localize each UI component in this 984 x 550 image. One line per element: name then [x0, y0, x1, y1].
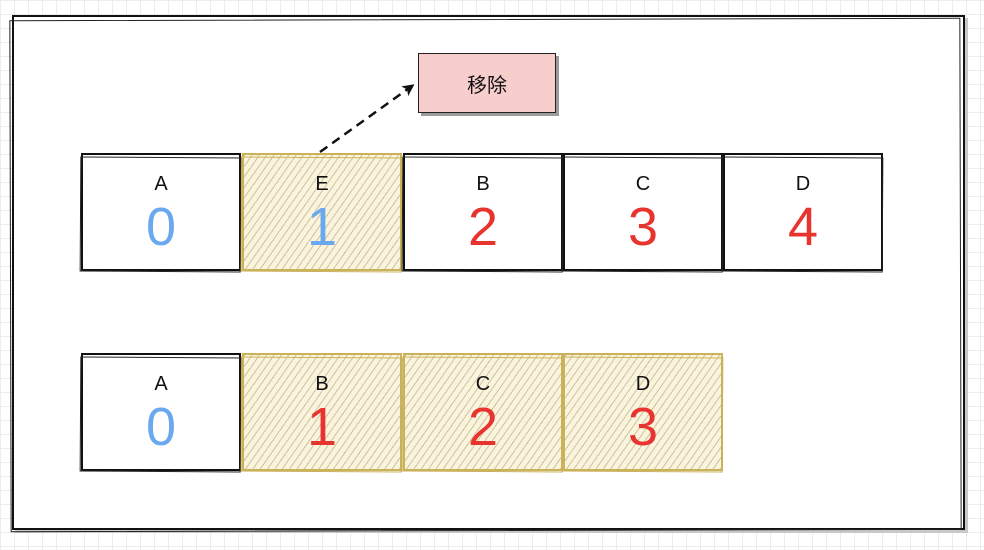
array-cell: A 0: [81, 353, 241, 471]
cell-index: 3: [627, 197, 659, 257]
cell-index: 1: [306, 197, 338, 257]
cell-label: D: [795, 173, 811, 195]
removed-cell: E 1: [242, 153, 402, 271]
cell-label: A: [154, 373, 168, 395]
shifted-cell: B 1: [242, 353, 402, 471]
cell-index: 2: [467, 397, 499, 457]
shifted-cell: D 3: [563, 353, 723, 471]
cell-label: A: [154, 173, 168, 195]
cell-index: 3: [627, 397, 659, 457]
array-cell: C 3: [563, 153, 723, 271]
remove-box: 移除: [418, 53, 556, 113]
cell-label: C: [635, 173, 651, 195]
cell-index: 2: [467, 197, 499, 257]
shifted-cell: C 2: [403, 353, 563, 471]
cell-index: 0: [145, 397, 177, 457]
cell-label: E: [315, 173, 329, 195]
array-cell: A 0: [81, 153, 241, 271]
cell-index: 0: [145, 197, 177, 257]
cell-index: 4: [787, 197, 819, 257]
cell-index: 1: [306, 397, 338, 457]
cell-label: D: [635, 373, 651, 395]
remove-label: 移除: [467, 74, 507, 97]
cell-label: B: [476, 173, 490, 195]
cell-label: B: [315, 373, 329, 395]
cell-label: C: [475, 373, 491, 395]
array-cell: B 2: [403, 153, 563, 271]
array-cell: D 4: [723, 153, 883, 271]
